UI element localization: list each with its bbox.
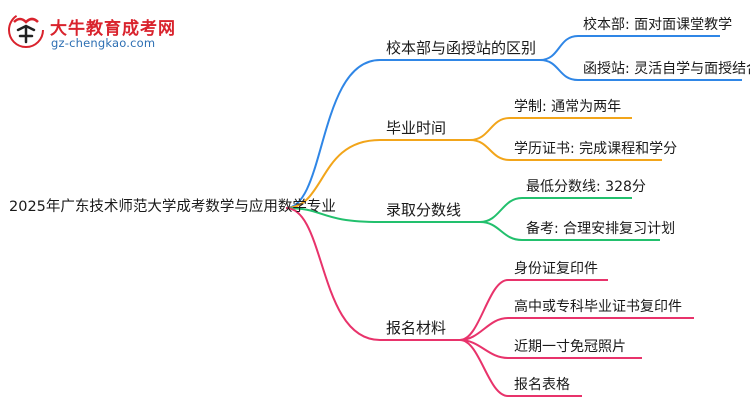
connector-branch-2	[285, 139, 470, 209]
branch-admission-score: 录取分数线	[386, 201, 462, 219]
leaf-preparation: 备考: 合理安排复习计划	[526, 221, 676, 237]
connector-leaf-4-2	[459, 317, 694, 341]
leaf-diploma-copy: 高中或专科毕业证书复印件	[514, 299, 682, 315]
root-topic: 2025年广东技术师范大学成考数学与应用数学专业	[9, 199, 336, 215]
branch-graduation-time: 毕业时间	[386, 119, 447, 137]
logo-url: gz-chengkao.com	[51, 36, 156, 50]
connector-leaf-3-2	[479, 221, 660, 241]
connector-leaf-1-2	[539, 59, 742, 81]
connector-leaf-3-1	[479, 197, 632, 223]
leaf-diploma: 学历证书: 完成课程和学分	[514, 141, 678, 157]
connector-leaf-4-4	[459, 339, 582, 397]
connector-branch-3	[285, 207, 480, 223]
leaf-correspondence-station: 函授站: 灵活自学与面授结合	[583, 61, 750, 77]
connector-leaf-2-1	[469, 117, 632, 141]
connector-branch-4	[285, 207, 460, 341]
leaf-min-score: 最低分数线: 328分	[526, 179, 646, 195]
branch-materials: 报名材料	[386, 319, 447, 337]
connector-leaf-1-1	[539, 35, 720, 61]
connector-leaf-2-2	[469, 139, 662, 161]
leaf-application-form: 报名表格	[514, 377, 570, 393]
branch-difference: 校本部与函授站的区别	[386, 39, 537, 57]
connector-branch-1	[285, 59, 540, 209]
leaf-id-copy: 身份证复印件	[514, 261, 598, 277]
leaf-photo: 近期一寸免冠照片	[514, 339, 626, 355]
connector-leaf-4-1	[459, 279, 608, 341]
leaf-main-campus: 校本部: 面对面课堂教学	[583, 17, 733, 33]
leaf-study-length: 学制: 通常为两年	[514, 99, 622, 115]
bull-logo-icon	[8, 12, 44, 48]
logo-title: 大牛教育成考网	[50, 19, 176, 39]
site-logo[interactable]: 大牛教育成考网 gz-chengkao.com	[4, 8, 194, 52]
